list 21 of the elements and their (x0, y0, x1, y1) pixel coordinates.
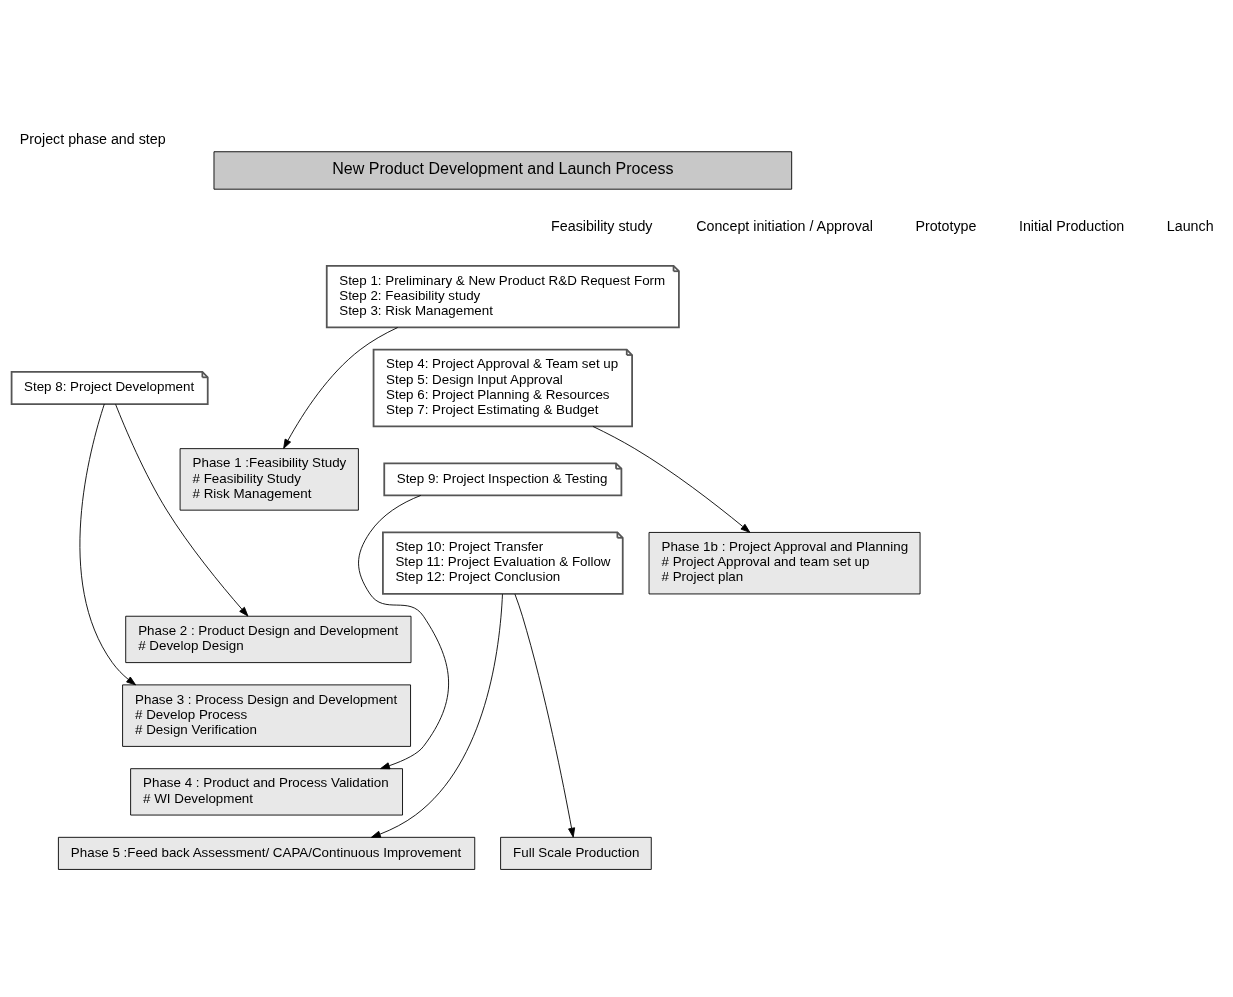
diagram-title: Project phase and step (19, 130, 166, 147)
arrow (79, 403, 137, 685)
node-box: Phase 5 :Feed back Assessment/ CAPA/Continuous Improvement (57, 836, 476, 870)
label: Initial Production (1018, 217, 1125, 234)
arrow (283, 326, 399, 449)
node-box: Phase 1b : Project Approval and Planning # Project Approval and team set up # Project plan (648, 531, 921, 594)
arrow (370, 593, 503, 838)
node-box: Phase 1 :Feasibility Study # Feasibility Study # Risk Management (179, 447, 359, 511)
node-box: Phase 3 : Process Design and Development # Develop Process # Design Verification (122, 683, 411, 747)
node-box: Full Scale Production (500, 836, 652, 870)
node-box: Phase 4 : Product and Process Validation # WI Development (130, 767, 403, 815)
label: Launch (1166, 217, 1214, 234)
arrow (592, 425, 751, 533)
arrow (115, 403, 249, 616)
node-box: New Product Development and Launch Process (213, 150, 793, 190)
node-box: Phase 2 : Product Design and Development # Develop Design (125, 615, 412, 663)
arrow (358, 494, 450, 769)
arrow (514, 593, 576, 838)
label: Feasibility study (551, 217, 653, 234)
label: Prototype (915, 217, 977, 234)
label: Concept initiation / Approval (696, 217, 873, 234)
